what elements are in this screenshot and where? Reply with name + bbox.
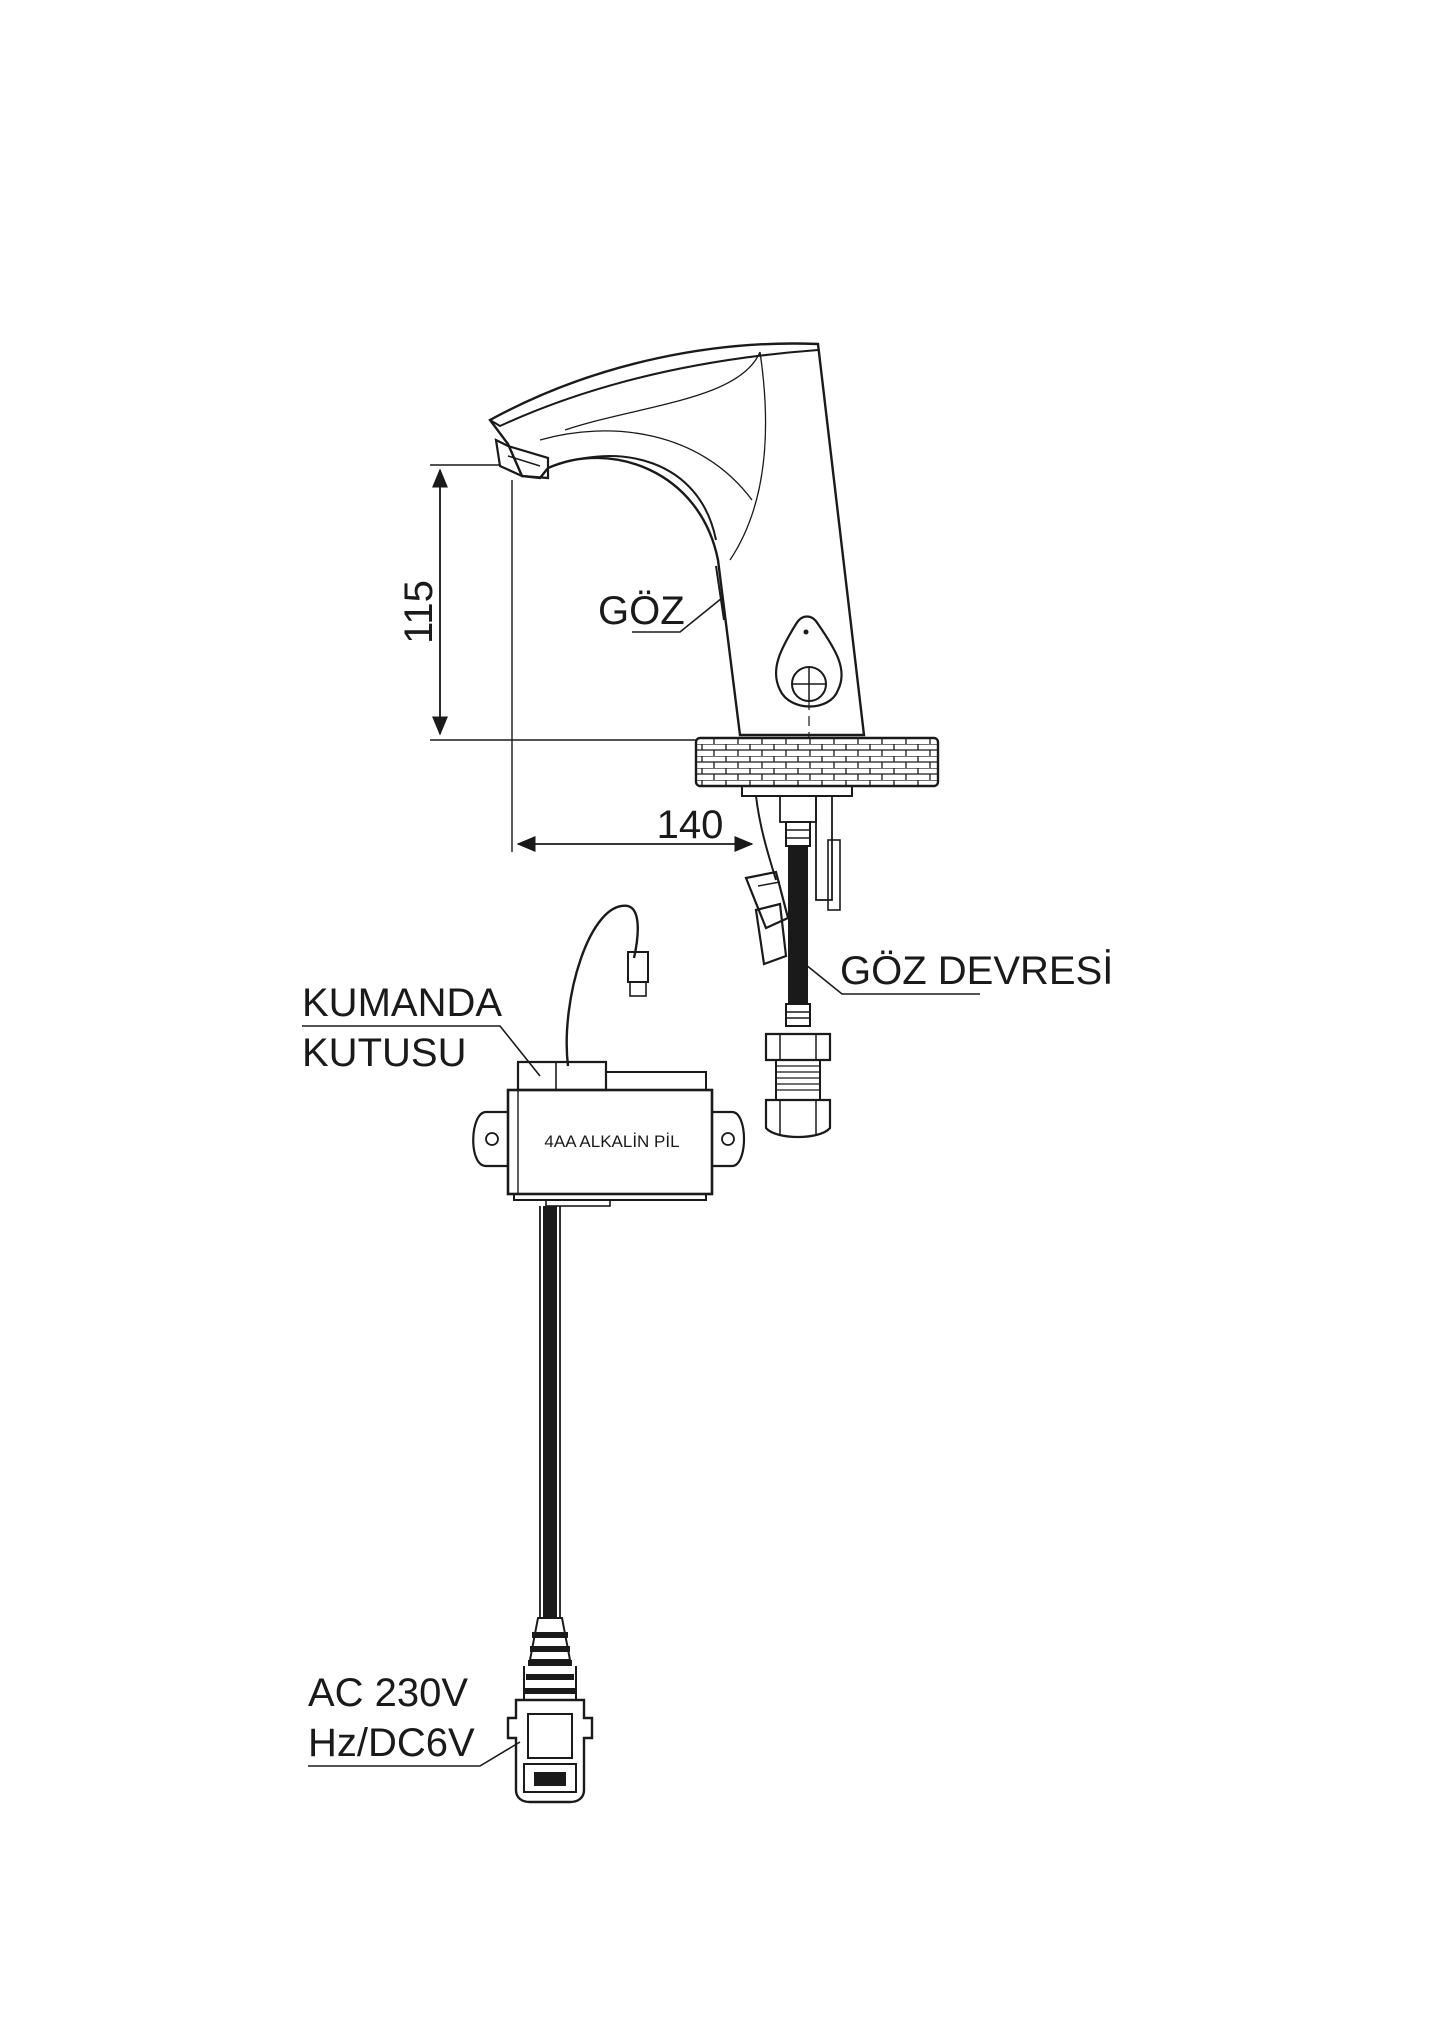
eye-callout: GÖZ xyxy=(598,589,723,633)
power-cable xyxy=(539,1206,561,1618)
control-box-callout: KUMANDA KUTUSU xyxy=(302,981,541,1077)
power-callout: AC 230V Hz/DC6V xyxy=(308,1671,521,1767)
dimension-reach: 140 xyxy=(511,480,754,852)
control-box-label-line2: KUTUSU xyxy=(302,1031,466,1075)
control-box-label-line1: KUMANDA xyxy=(302,981,502,1025)
dimension-height: 115 xyxy=(397,464,696,741)
eye-circuit-callout: GÖZ DEVRESİ xyxy=(789,948,1113,995)
power-label-line2: Hz/DC6V xyxy=(308,1721,475,1765)
eye-circuit-label: GÖZ DEVRESİ xyxy=(840,948,1113,993)
control-box: 4AA ALKALİN PİL xyxy=(472,904,746,1207)
faucet xyxy=(488,342,866,780)
power-label-line1: AC 230V xyxy=(308,1671,468,1715)
supply-hose xyxy=(764,795,841,1138)
reach-dimension-label: 140 xyxy=(657,803,724,847)
height-dimension-label: 115 xyxy=(397,580,441,644)
sensor-cable xyxy=(744,795,790,966)
power-plug xyxy=(506,1617,594,1804)
eye-label: GÖZ xyxy=(598,589,685,633)
battery-label: 4AA ALKALİN PİL xyxy=(544,1132,679,1151)
countertop xyxy=(694,736,940,797)
